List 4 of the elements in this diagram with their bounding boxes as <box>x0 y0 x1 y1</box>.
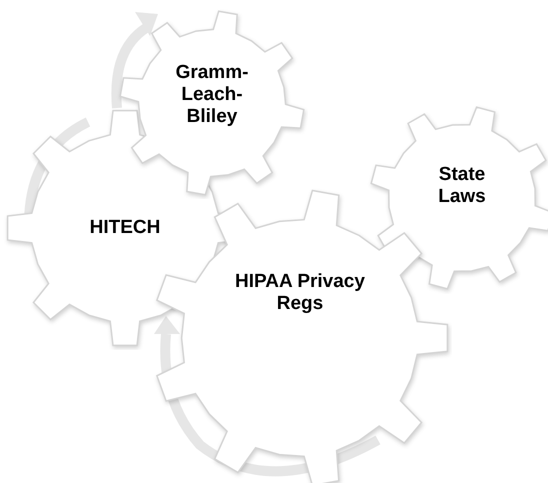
gear-label: HIPAA Privacy Regs <box>234 271 366 315</box>
gear-label: HITECH <box>88 217 162 239</box>
gear-label: Gramm- Leach- Bliley <box>174 62 250 128</box>
gear-label: State Laws <box>437 164 487 208</box>
